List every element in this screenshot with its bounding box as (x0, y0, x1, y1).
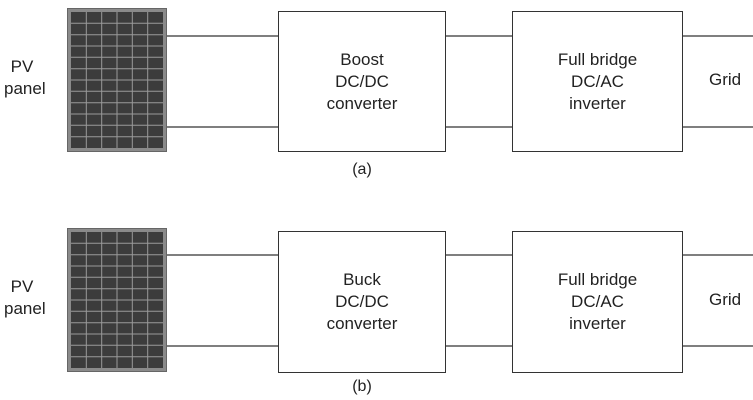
inverter-line2: DC/AC (571, 292, 624, 311)
solar-panel-icon (67, 228, 167, 372)
pv-label-line2: panel (4, 79, 46, 98)
pv-panel-label: PV panel (4, 276, 46, 320)
pv-panel-label: PV panel (4, 56, 46, 100)
caption-a: (a) (352, 161, 372, 178)
grid-label: Grid (709, 70, 742, 89)
solar-panel-icon (67, 8, 167, 152)
inverter-line1: Full bridge (557, 270, 638, 289)
inverter-line3: inverter (569, 93, 626, 113)
pv-label-line2: panel (4, 299, 46, 318)
grid-label: Grid (709, 290, 742, 309)
connection-wires (167, 254, 753, 347)
inverter-box: Full bridge DC/AC inverter (512, 11, 683, 152)
converter-line3: converter (326, 93, 398, 113)
inverter-line1: Full bridge (557, 49, 638, 69)
diagram-a: PV panel Boost DC/DC converter Full brid… (4, 8, 753, 178)
converter-line3: converter (326, 314, 398, 333)
pv-label-line1: PV (10, 277, 34, 296)
converter-line2: DC/DC (335, 292, 389, 311)
inverter-line2: DC/AC (571, 71, 624, 91)
boost-converter-box: Boost DC/DC converter (278, 11, 446, 152)
inverter-box: Full bridge DC/AC inverter (512, 231, 683, 373)
converter-line2: DC/DC (335, 71, 389, 91)
converter-line1: Buck (343, 270, 381, 289)
caption-b: (b) (352, 378, 372, 395)
converter-line1: Boost (340, 49, 384, 69)
buck-converter-box: Buck DC/DC converter (278, 231, 446, 373)
pv-label-line1: PV (10, 57, 34, 76)
connection-wires (167, 35, 753, 128)
diagram-b: PV panel Buck DC/DC converter Full bridg… (0, 200, 753, 400)
inverter-line3: inverter (569, 314, 626, 333)
